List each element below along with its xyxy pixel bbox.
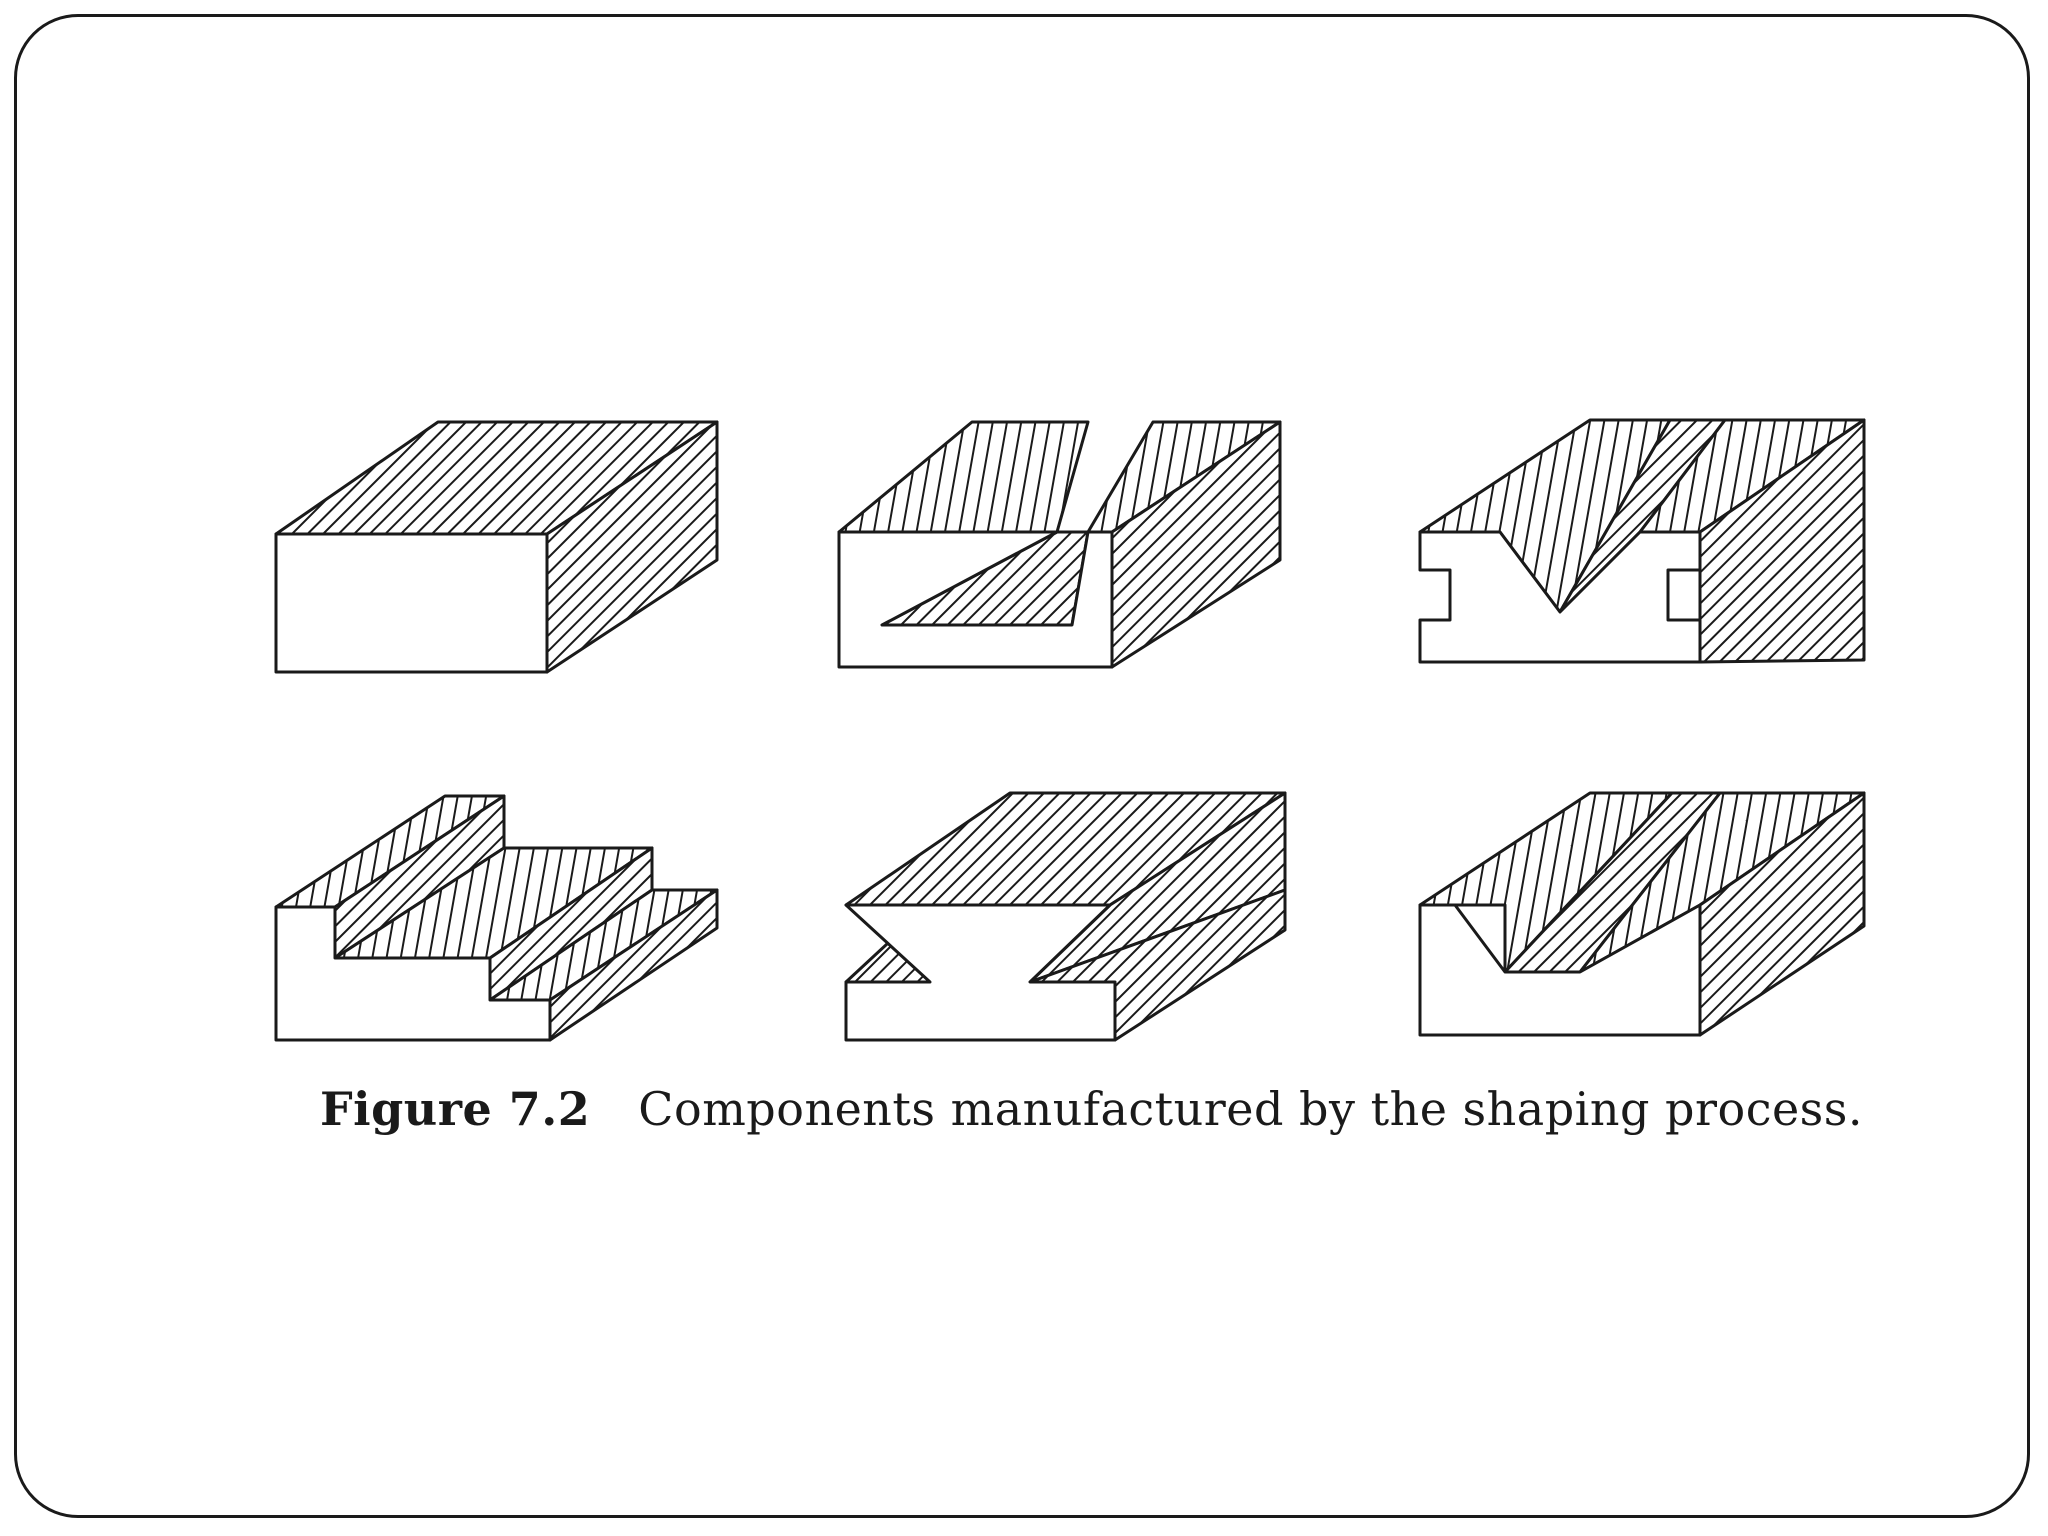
stepped-block [274,794,719,1042]
plain-rectangular-block [274,420,719,674]
v-groove-block [1418,791,1866,1037]
figure-caption-text: Components manufactured by the shaping p… [638,1082,1864,1136]
dovetail-slot-block [837,420,1282,669]
v-groove-block-with-side-slots [1418,418,1866,664]
figure-caption: Figure 7.2 Components manufactured by the… [320,1082,1920,1136]
slide-frame [14,14,2030,1518]
figure-caption-label: Figure 7.2 [320,1082,591,1136]
dovetail-slide-block [844,791,1287,1042]
